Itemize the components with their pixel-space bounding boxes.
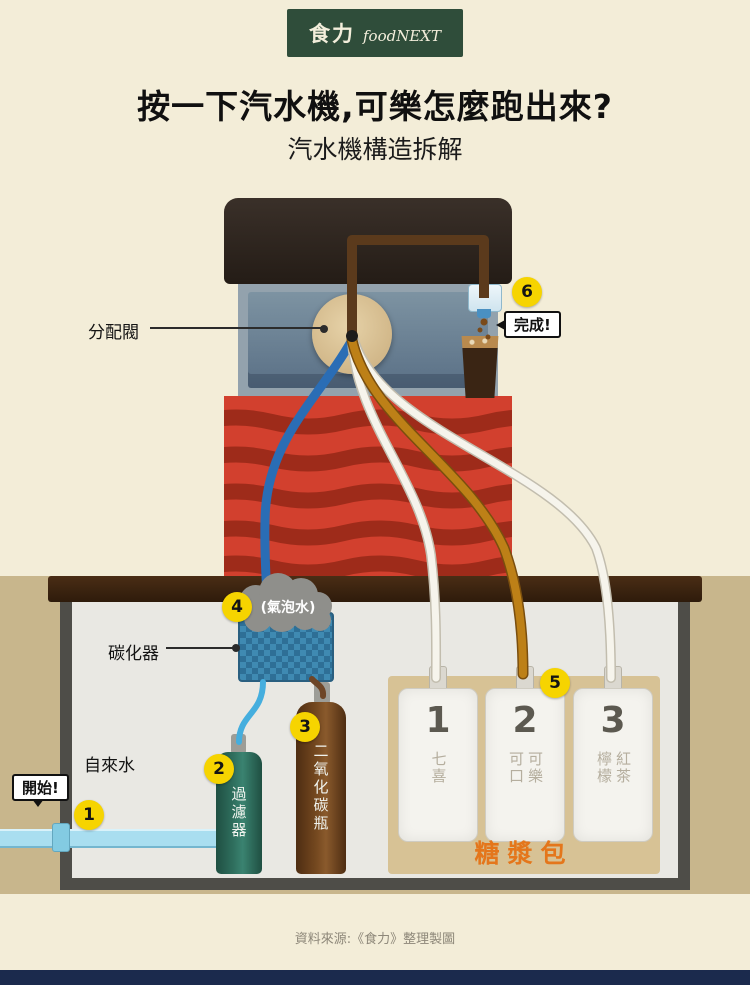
done-tag: 完成!: [496, 311, 561, 338]
pipe-coupler: [52, 823, 70, 852]
step-badge-3: 3: [290, 712, 320, 742]
carbonator-box: [238, 612, 334, 682]
filter-cap: [231, 734, 246, 754]
sparkling-water-label: (氣泡水): [260, 600, 316, 616]
syrup-bag-name: 七喜: [429, 751, 448, 785]
footer-source: 資料來源:《食力》整理製圖: [294, 932, 456, 947]
step-badge-4: 4: [222, 592, 252, 622]
page-title: 按一下汽水機,可樂怎麼跑出來?: [137, 87, 613, 126]
co2-valve: [314, 682, 330, 704]
step-badge-2: 2: [204, 754, 234, 784]
tap-water-label: 自來水: [84, 756, 135, 776]
brand-logo-zh: 食力: [309, 21, 356, 46]
syrup-bag-name: 檸檬紅茶: [595, 751, 632, 785]
carbonator-label: 碳化器: [108, 644, 159, 664]
co2-label: 二氧化碳瓶: [311, 743, 330, 833]
brand-logo: 食力 foodNEXT: [287, 9, 463, 57]
syrup-pack-label: 糖漿包: [474, 839, 574, 868]
brand-logo-en: foodNEXT: [363, 27, 441, 45]
machine-top-housing: [224, 198, 512, 284]
dispenser-valve-label: 分配閥: [88, 323, 139, 343]
syrup-bag: 1 七喜: [398, 688, 478, 842]
machine-body: [198, 396, 562, 581]
syrup-bag-number: 2: [512, 700, 538, 741]
dispenser-valve-wheel: [312, 294, 392, 374]
syrup-panel: 1 七喜 2 可口可樂 3 檸檬紅茶 糖漿包: [388, 666, 660, 874]
start-tag: 開始!: [12, 774, 69, 807]
bottom-bar: [0, 970, 750, 985]
counter-top: [48, 576, 702, 602]
syrup-bag-name: 可口可樂: [507, 751, 544, 785]
syrup-bottle: [468, 284, 502, 312]
syrup-bag-number: 3: [600, 700, 626, 741]
step-badge-5: 5: [540, 668, 570, 698]
page-subtitle: 汽水機構造拆解: [287, 135, 463, 164]
water-pipe: [0, 829, 242, 848]
syrup-bag-number: 1: [425, 700, 451, 741]
step-badge-6: 6: [512, 277, 542, 307]
filter-label: 過濾器: [229, 786, 248, 840]
machine-body-waves: [198, 396, 562, 581]
syrup-bag: 2 可口可樂: [485, 688, 565, 842]
syrup-bag: 3 檸檬紅茶: [573, 688, 653, 842]
step-badge-1: 1: [74, 800, 104, 830]
cola-cup: [461, 336, 499, 398]
syrup-bottle-nozzle: [477, 309, 491, 318]
